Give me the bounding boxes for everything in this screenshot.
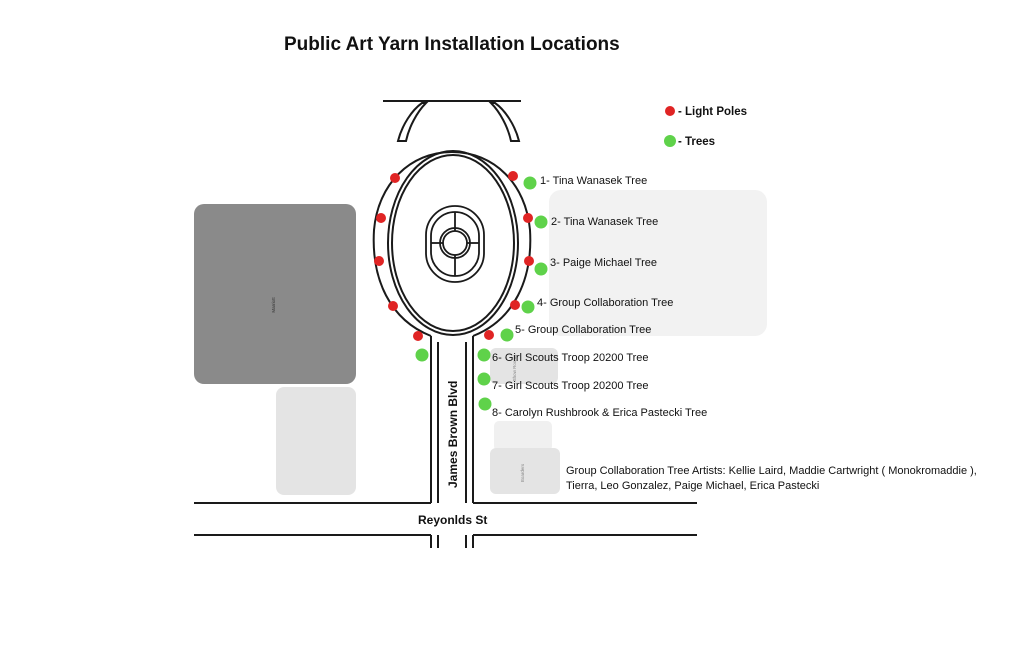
- light-pole-marker: [390, 173, 400, 183]
- light-pole-marker: [508, 171, 518, 181]
- tree-marker: [478, 397, 492, 411]
- legend-trees-label: - Trees: [678, 136, 715, 148]
- tree-marker: [521, 300, 535, 314]
- legend-light-poles-label: - Light Poles: [678, 106, 747, 118]
- reynolds-st-label: Reyonlds St: [418, 513, 487, 527]
- background-panel: [549, 190, 767, 336]
- tree-label-2: 2- Tina Wanasek Tree: [551, 216, 658, 228]
- legend: - Light Poles - Trees: [664, 106, 747, 148]
- tree-marker: [500, 328, 514, 342]
- building-small-3: [490, 448, 560, 494]
- tree-labels: 1- Tina Wanasek Tree 2- Tina Wanasek Tre…: [492, 175, 707, 419]
- building-small-2: [494, 421, 552, 451]
- building-small-1: [490, 348, 558, 384]
- light-pole-marker: [524, 256, 534, 266]
- building-small-3-label: Boarders: [520, 463, 525, 482]
- tree-marker: [534, 215, 548, 229]
- tree-label-5: 5- Group Collaboration Tree: [515, 324, 651, 336]
- light-pole-marker: [374, 256, 384, 266]
- light-poles: [374, 171, 534, 341]
- tree-label-1: 1- Tina Wanasek Tree: [540, 175, 647, 187]
- artists-note-line-2: Tierra, Leo Gonzalez, Paige Michael, Eri…: [566, 480, 819, 492]
- artists-note-line-1: Group Collaboration Tree Artists: Kellie…: [566, 465, 977, 477]
- tree-label-3: 3- Paige Michael Tree: [550, 257, 657, 269]
- light-pole-marker: [484, 330, 494, 340]
- marriott-label: Marriott: [271, 297, 276, 313]
- tree-label-8: 8- Carolyn Rushbrook & Erica Pastecki Tr…: [492, 407, 707, 419]
- light-pole-marker: [376, 213, 386, 223]
- tree-marker: [477, 372, 491, 386]
- tree-marker: [534, 262, 548, 276]
- tree-label-7: 7- Girl Scouts Troop 20200 Tree: [492, 380, 649, 392]
- james-brown-blvd-label: James Brown Blvd: [446, 381, 460, 488]
- legend-light-pole-icon: [665, 106, 675, 116]
- tree-marker: [477, 348, 491, 362]
- light-pole-marker: [523, 213, 533, 223]
- tree-label-4: 4- Group Collaboration Tree: [537, 297, 673, 309]
- light-pole-marker: [510, 300, 520, 310]
- tree-marker: [523, 176, 537, 190]
- central-fountain: [425, 205, 485, 283]
- trees: [415, 176, 548, 411]
- tree-label-6: 6- Girl Scouts Troop 20200 Tree: [492, 352, 649, 364]
- marriott-building: [194, 204, 356, 384]
- page-title: Public Art Yarn Installation Locations: [284, 34, 620, 55]
- legend-tree-icon: [664, 135, 676, 147]
- roads: [194, 100, 697, 548]
- tree-marker: [415, 348, 429, 362]
- building-light-left: [276, 387, 356, 495]
- light-pole-marker: [388, 301, 398, 311]
- light-pole-marker: [413, 331, 423, 341]
- building-small-1-label: Show Rooms: [512, 354, 517, 382]
